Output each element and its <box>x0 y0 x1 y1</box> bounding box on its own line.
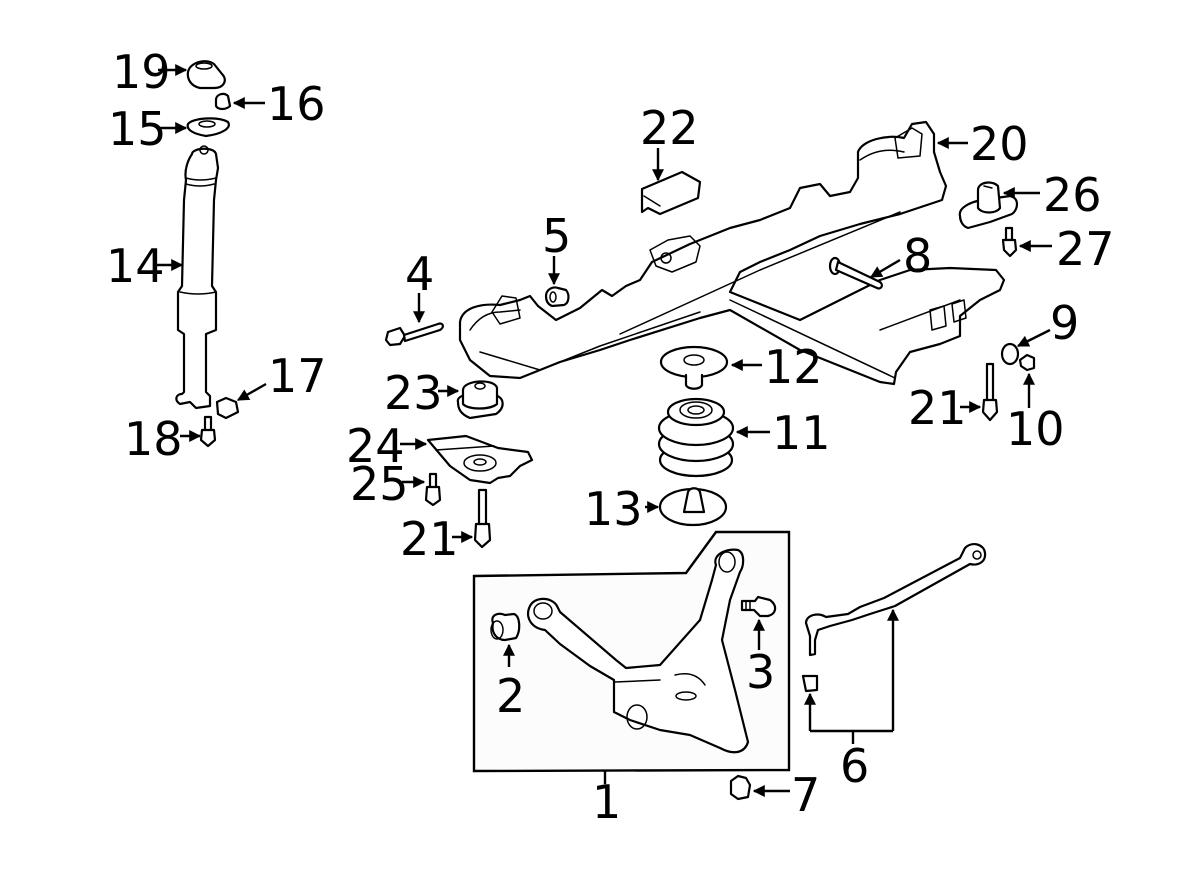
tie-rod-boot[interactable] <box>801 674 819 693</box>
callout-19: 19 <box>112 45 171 99</box>
nut-part-10[interactable] <box>1018 353 1036 372</box>
callout-2: 2 <box>496 669 525 723</box>
callout-26: 26 <box>1043 168 1102 222</box>
lower-control-arm[interactable] <box>527 548 750 754</box>
nut-part-17[interactable] <box>215 396 240 420</box>
callout-4: 4 <box>405 247 434 301</box>
callout-17: 17 <box>268 349 327 403</box>
callout-21-right: 21 <box>908 381 967 435</box>
callout-7: 7 <box>791 768 820 822</box>
bolt-part-21-left[interactable] <box>473 488 492 549</box>
callout-1: 1 <box>592 775 621 829</box>
lower-insulator-part-13[interactable] <box>658 487 728 527</box>
nut-part-5[interactable] <box>544 286 570 308</box>
callout-9: 9 <box>1050 296 1079 350</box>
callout-8: 8 <box>903 229 932 283</box>
callout-12: 12 <box>764 340 823 394</box>
callout-5: 5 <box>542 209 571 263</box>
shield-part-22[interactable] <box>640 170 702 216</box>
callout-20: 20 <box>970 117 1029 171</box>
callout-6: 6 <box>840 739 869 793</box>
callout-16: 16 <box>267 77 326 131</box>
bushing-part-2[interactable] <box>490 612 521 642</box>
callout-18: 18 <box>124 412 183 466</box>
coil-spring-part-11[interactable] <box>657 397 735 478</box>
crossmember-part-20[interactable] <box>458 120 1006 386</box>
callout-3: 3 <box>746 645 775 699</box>
bolt-part-25[interactable] <box>424 472 442 507</box>
callout-22: 22 <box>640 101 699 155</box>
callout-11: 11 <box>772 406 831 460</box>
plate-part-15[interactable] <box>186 117 230 138</box>
callout-13: 13 <box>584 482 643 536</box>
bolt-part-18[interactable] <box>199 415 217 448</box>
bracket-part-24[interactable] <box>426 434 534 485</box>
callout-25: 25 <box>350 457 409 511</box>
bolt-part-4[interactable] <box>384 322 444 347</box>
callout-24: 24 <box>346 419 405 473</box>
bolt-part-8[interactable] <box>828 256 883 290</box>
callout-21-left: 21 <box>400 512 459 566</box>
callout-27: 27 <box>1056 222 1115 276</box>
tie-rod-part-6[interactable] <box>804 543 987 657</box>
mount-part-23[interactable] <box>456 380 504 420</box>
shock-absorber-part-14[interactable] <box>175 145 220 410</box>
cap-part-19[interactable] <box>186 60 226 90</box>
bolt-part-21-right[interactable] <box>981 362 999 422</box>
ball-joint-part-3[interactable] <box>740 595 777 618</box>
nut-part-16[interactable] <box>214 92 232 111</box>
callout-14: 14 <box>106 239 165 293</box>
callout-23: 23 <box>384 366 443 420</box>
washer-part-9[interactable] <box>1000 342 1020 366</box>
upper-insulator-part-12[interactable] <box>659 345 729 390</box>
callout-10: 10 <box>1006 402 1065 456</box>
callout-15: 15 <box>108 102 167 156</box>
nut-part-7[interactable] <box>729 774 752 801</box>
mount-part-26[interactable] <box>958 181 1019 230</box>
bolt-part-27[interactable] <box>1001 226 1018 258</box>
